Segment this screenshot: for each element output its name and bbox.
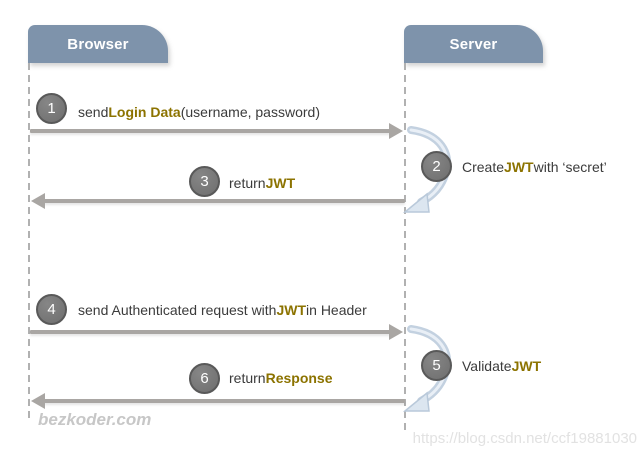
arrowhead-right-icon bbox=[389, 123, 403, 139]
step-number: 1 bbox=[47, 100, 56, 117]
message-label: Validate JWT bbox=[462, 354, 541, 378]
message-label: Create JWT with ‘secret’ bbox=[462, 155, 607, 179]
step-number: 4 bbox=[47, 301, 56, 318]
server-lifeline bbox=[404, 63, 406, 433]
message-highlight: JWT bbox=[276, 302, 307, 318]
message-label: return Response bbox=[229, 366, 333, 390]
message-arrow-right bbox=[30, 330, 390, 334]
step-number: 5 bbox=[432, 357, 441, 374]
message-highlight: JWT bbox=[504, 159, 534, 175]
watermark-bezkoder: bezkoder.com bbox=[38, 410, 152, 429]
message-text: Create bbox=[462, 159, 505, 175]
arrowhead-left-icon bbox=[31, 393, 45, 409]
message-text: Validate bbox=[462, 358, 512, 374]
message-label: return JWT bbox=[229, 171, 295, 195]
message-arrow-right bbox=[30, 129, 390, 133]
actor-server: Server bbox=[404, 25, 543, 63]
arrowhead-left-icon bbox=[31, 193, 45, 209]
message-highlight: JWT bbox=[511, 358, 542, 374]
message-arrow-left bbox=[44, 399, 405, 403]
step-number-badge: 5 bbox=[421, 350, 452, 381]
message-label: send Authenticated request with JWT in H… bbox=[78, 298, 367, 322]
step-number-badge: 2 bbox=[421, 151, 452, 182]
watermark-csdn-url: https://blog.csdn.net/ccf19881030 bbox=[412, 430, 637, 447]
message-arrow-left bbox=[44, 199, 405, 203]
message-highlight: Login Data bbox=[108, 104, 181, 120]
step-number-badge: 3 bbox=[189, 166, 220, 197]
message-text: return bbox=[229, 175, 266, 191]
message-text: in Header bbox=[306, 302, 367, 318]
step-number-badge: 6 bbox=[189, 363, 220, 394]
message-text: send Authenticated request with bbox=[78, 302, 277, 318]
message-highlight: JWT bbox=[265, 175, 296, 191]
message-text: return bbox=[229, 370, 266, 386]
message-highlight: Response bbox=[265, 370, 333, 386]
browser-lifeline bbox=[28, 63, 30, 423]
message-text: with ‘secret’ bbox=[533, 159, 607, 175]
message-text: send bbox=[78, 104, 109, 120]
step-number: 2 bbox=[432, 158, 441, 175]
actor-browser-label: Browser bbox=[67, 35, 129, 53]
actor-browser: Browser bbox=[28, 25, 168, 63]
step-number: 3 bbox=[200, 173, 209, 190]
actor-server-label: Server bbox=[449, 35, 498, 53]
message-text: (username, password) bbox=[180, 104, 320, 120]
step-number-badge: 1 bbox=[36, 93, 67, 124]
message-label: send Login Data (username, password) bbox=[78, 100, 320, 124]
arrowhead-right-icon bbox=[389, 324, 403, 340]
step-number: 6 bbox=[200, 370, 209, 387]
step-number-badge: 4 bbox=[36, 294, 67, 325]
